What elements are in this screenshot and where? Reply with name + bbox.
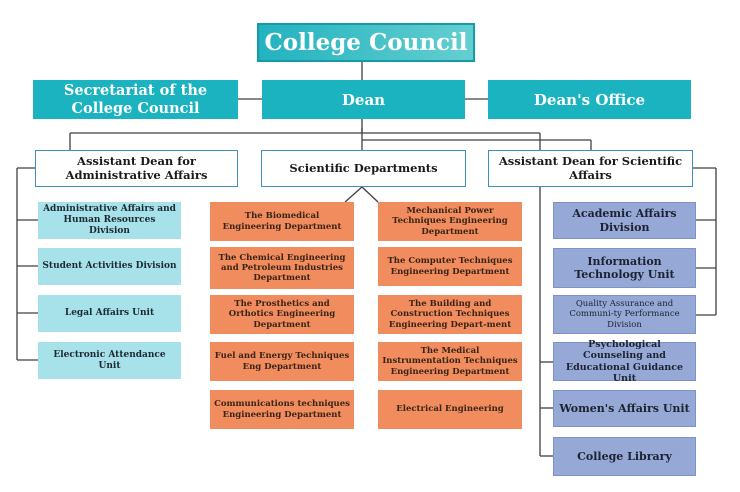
department-label: The Chemical Engineering and Petroleum I…	[218, 252, 346, 284]
department-label: The Computer Techniques Engineering Depa…	[387, 256, 513, 277]
admin-unit-student-activities: Student Activities Division	[38, 248, 181, 285]
science-unit-womens-affairs: Women's Affairs Unit	[553, 390, 696, 427]
department-chemical: The Chemical Engineering and Petroleum I…	[210, 247, 354, 289]
scientific-departments-box: Scientific Departments	[261, 150, 466, 187]
department-label: Electrical Engineering	[396, 404, 504, 415]
admin-unit-attendance: Electronic Attendance Unit	[38, 342, 181, 379]
assistant-dean-science-box: Assistant Dean for Scientific Affairs	[488, 150, 693, 187]
department-medical-instrumentation: The Medical Instrumentation Techniques E…	[378, 342, 522, 381]
admin-unit-hr: Administrative Affairs and Human Resourc…	[38, 202, 181, 239]
science-unit-it: Information Technology Unit	[553, 248, 696, 288]
admin-unit-label: Administrative Affairs and Human Resourc…	[43, 204, 176, 236]
science-unit-label: Psychological Counseling and Educational…	[565, 338, 684, 384]
college-council-label: College Council	[264, 28, 468, 56]
scientific-departments-label: Scientific Departments	[289, 160, 438, 175]
science-unit-label: Quality Assurance and Communi-ty Perform…	[569, 299, 680, 330]
science-unit-academic: Academic Affairs Division	[553, 202, 696, 239]
science-unit-counseling: Psychological Counseling and Educational…	[553, 339, 696, 384]
department-communications: Communications techniques Engineering De…	[210, 390, 354, 429]
department-label: Communications techniques Engineering De…	[214, 399, 350, 420]
department-electrical: Electrical Engineering	[378, 390, 522, 429]
science-unit-label: College Library	[577, 449, 672, 463]
dean-box: Dean	[262, 80, 465, 119]
science-unit-quality: Quality Assurance and Communi-ty Perform…	[553, 295, 696, 334]
secretariat-box: Secretariat of the College Council	[33, 80, 238, 119]
department-label: The Prosthetics and Orthotics Engineerin…	[228, 299, 336, 330]
assistant-dean-science-label: Assistant Dean for Scientific Affairs	[498, 153, 683, 182]
deans-office-box: Dean's Office	[488, 80, 691, 119]
science-unit-label: Academic Affairs Division	[572, 207, 677, 234]
secretariat-label: Secretariat of the College Council	[63, 82, 208, 117]
assistant-dean-admin-label: Assistant Dean for Administrative Affair…	[65, 153, 208, 182]
admin-unit-label: Electronic Attendance Unit	[53, 349, 166, 371]
department-building: The Building and Construction Techniques…	[378, 295, 522, 334]
department-label: The Building and Construction Techniques…	[388, 299, 512, 330]
deans-office-label: Dean's Office	[533, 90, 646, 109]
admin-unit-legal: Legal Affairs Unit	[38, 295, 181, 332]
department-fuel-energy: Fuel and Energy Techniques Eng Departmen…	[210, 342, 354, 381]
department-prosthetics: The Prosthetics and Orthotics Engineerin…	[210, 295, 354, 334]
department-biomedical: The Biomedical Engineering Department	[210, 202, 354, 241]
department-mechanical-power: Mechanical Power Techniques Engineering …	[378, 202, 522, 241]
department-computer: The Computer Techniques Engineering Depa…	[378, 247, 522, 286]
assistant-dean-admin-box: Assistant Dean for Administrative Affair…	[35, 150, 238, 187]
dean-label: Dean	[341, 90, 386, 109]
department-label: Fuel and Energy Techniques Eng Departmen…	[214, 351, 350, 372]
science-unit-library: College Library	[553, 437, 696, 476]
department-label: The Medical Instrumentation Techniques E…	[382, 346, 518, 377]
science-unit-label: Women's Affairs Unit	[559, 401, 690, 415]
admin-unit-label: Legal Affairs Unit	[64, 308, 155, 319]
department-label: Mechanical Power Techniques Engineering …	[392, 206, 508, 237]
science-unit-label: Information Technology Unit	[574, 254, 675, 281]
college-council-box: College Council	[257, 23, 475, 62]
department-label: The Biomedical Engineering Department	[222, 211, 342, 232]
admin-unit-label: Student Activities Division	[42, 261, 177, 272]
